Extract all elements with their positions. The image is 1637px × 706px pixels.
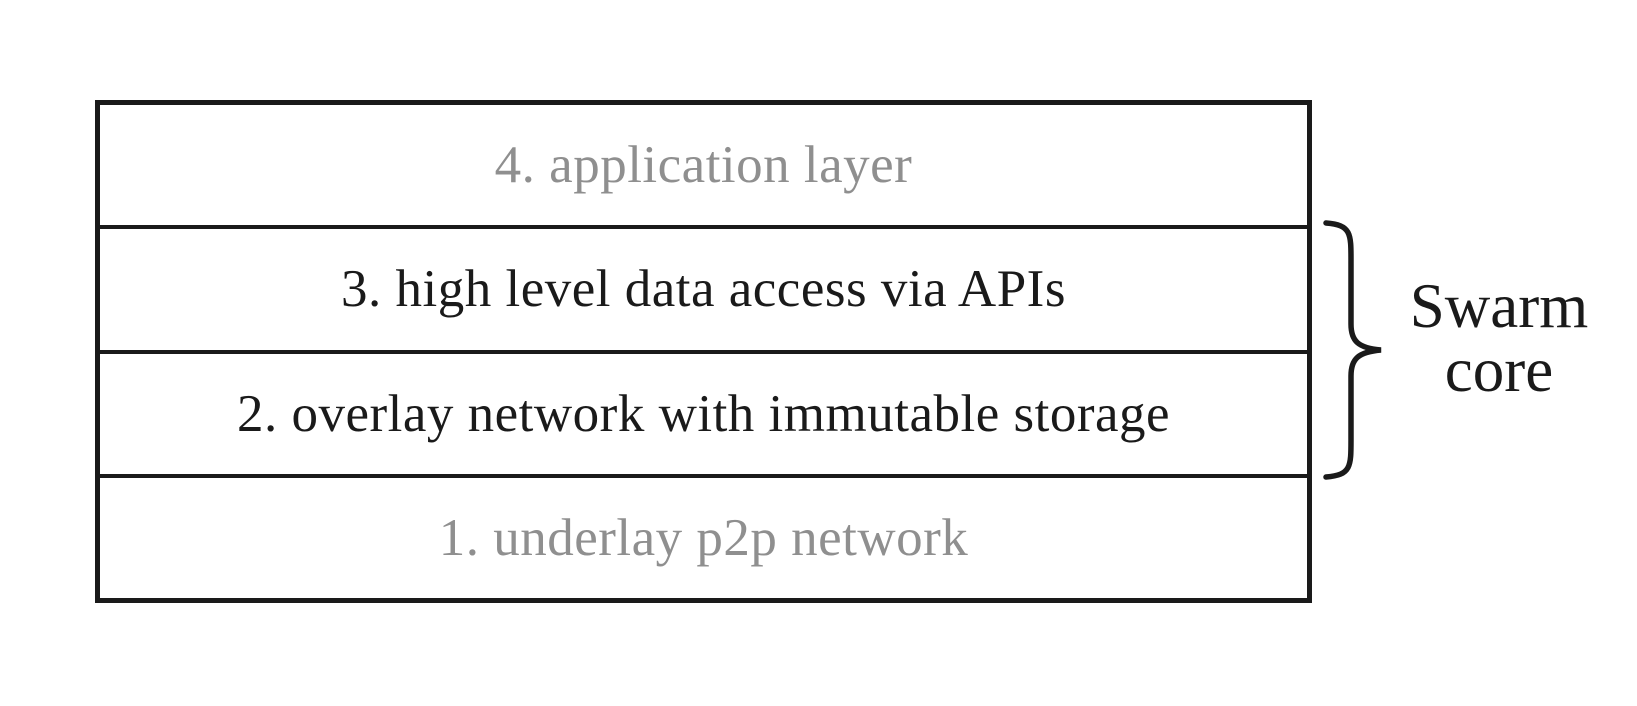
layer-underlay-network: 1. underlay p2p network: [100, 473, 1307, 598]
swarm-core-label-line1: Swarm: [1409, 271, 1589, 341]
layer-overlay-storage: 2. overlay network with immutable storag…: [100, 349, 1307, 474]
swarm-core-label: Swarm core: [1368, 274, 1630, 403]
layer-overlay-storage-label: 2. overlay network with immutable storag…: [236, 384, 1171, 443]
layer-application-label: 4. application layer: [494, 136, 913, 195]
layer-api-access: 3. high level data access via APIs: [100, 225, 1307, 349]
layer-api-access-label: 3. high level data access via APIs: [341, 260, 1066, 319]
swarm-core-label-line2: core: [1444, 335, 1554, 406]
curly-brace-icon: [1323, 220, 1382, 480]
layer-application: 4. application layer: [100, 105, 1307, 225]
layer-underlay-network-label: 1. underlay p2p network: [438, 508, 969, 567]
layer-stack-box: 4. application layer 3. high level data …: [95, 100, 1312, 603]
